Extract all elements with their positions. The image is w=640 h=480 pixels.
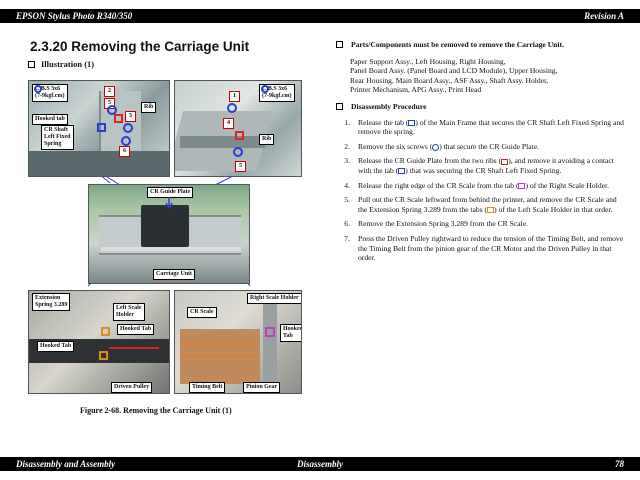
page-header: EPSON Stylus Photo R340/350 Revision A: [0, 9, 640, 23]
screw-circle-icon: [121, 136, 131, 146]
parts-line: Rear Housing, Main Board Assy., ASF Assy…: [350, 75, 549, 85]
photo-left-scale-holder: Extension Spring 3.289 Left Scale Holder…: [28, 290, 170, 394]
illustration-heading: Illustration (1): [28, 59, 94, 69]
parts-heading-text: Parts/Components must be removed to remo…: [351, 40, 564, 49]
step-number: 4.: [344, 180, 350, 190]
checkbox-bullet-icon: [28, 60, 35, 68]
procedure-column: Parts/Components must be removed to remo…: [336, 40, 626, 268]
screw-circle-icon: [107, 105, 117, 115]
page-footer: Disassembly and Assembly Disassembly 78: [0, 457, 640, 471]
tab-marker-icon: [99, 351, 108, 360]
step-number: 2.: [344, 141, 350, 151]
rib-marker-icon: [114, 114, 123, 123]
procedure-step: 7. Press the Driven Pulley rightward to …: [336, 234, 626, 263]
photo-carriage-overview: CR Guide Plate Carriage Unit: [88, 184, 250, 284]
step-text: Remove the Extension Spring 3.289 from t…: [358, 219, 528, 229]
procedure-step: 5. Pull out the CR Scale leftward from b…: [336, 195, 626, 214]
procedure-heading-text: Disassembly Procedure: [351, 101, 427, 111]
magenta-square-icon: [518, 182, 526, 189]
left-scale-holder-label: Left Scale Holder: [113, 303, 145, 321]
cr-scale-label: CR Scale: [187, 307, 217, 318]
cr-guide-plate-label: CR Guide Plate: [147, 187, 194, 198]
illustration-label: Illustration (1): [41, 59, 95, 69]
rib-marker-icon: [235, 131, 244, 140]
photo-right-scale-holder: Right Scale Holder CR Scale Hooked Tab T…: [174, 290, 302, 394]
step-number-6: 6: [119, 146, 130, 157]
tab-marker-icon: [265, 327, 275, 337]
step-text: Release the tab () of the Main Frame tha…: [358, 117, 624, 137]
figure-caption: Figure 2-68. Removing the Carriage Unit …: [80, 406, 232, 415]
cr-shaft-label: CR Shaft Left Fixed Spring: [41, 125, 74, 150]
procedure-steps: 1. Release the tab () of the Main Frame …: [336, 118, 626, 263]
screw-marker-icon: [261, 85, 269, 93]
procedure-heading: Disassembly Procedure: [336, 102, 626, 112]
step-number-1: 1: [229, 91, 240, 102]
red-square-icon: [501, 158, 509, 165]
procedure-step: 4. Release the right edge of the CR Scal…: [336, 181, 626, 191]
screw-marker-icon: [34, 85, 42, 93]
step-text: Release the CR Guide Plate from the two …: [358, 156, 614, 175]
header-product: EPSON Stylus Photo R340/350: [16, 11, 133, 21]
step-number-2: 2: [104, 86, 115, 97]
step-number: 5.: [344, 195, 350, 205]
parts-heading: Parts/Components must be removed to remo…: [336, 40, 626, 50]
procedure-step: 1. Release the tab () of the Main Frame …: [336, 118, 626, 137]
hooked-tab-label: Hooked Tab: [37, 341, 75, 352]
blue-square-icon: [398, 168, 406, 175]
timing-belt-label: Timing Belt: [189, 382, 226, 393]
driven-pulley-label: Driven Pulley: [111, 382, 153, 393]
parts-line: Printer Mechanism, APG Assy., Print Head: [350, 85, 482, 95]
screw-circle-icon: [233, 147, 243, 157]
step-text: Remove the six screws () that secure the…: [358, 141, 539, 151]
footer-chapter: Disassembly and Assembly: [16, 459, 116, 469]
photo-left-frame: C.B.S 3x6 (7-9kgf.cm) Hooked tab CR Shaf…: [28, 80, 170, 177]
tab-marker-icon: [97, 123, 106, 132]
hooked-tab-label: Hooked Tab: [280, 324, 301, 342]
photo-right-frame: C.B.S 3x6 (7-9kgf.cm) Rib 1 4 5: [174, 80, 302, 177]
step-number-3: 3: [125, 111, 136, 122]
procedure-step: 6. Remove the Extension Spring 3.289 fro…: [336, 219, 626, 229]
rib-label: Rib: [259, 134, 275, 145]
step-number-5: 5: [235, 161, 246, 172]
right-scale-holder-label: Right Scale Holder: [247, 293, 301, 304]
hooked-tab-label: Hooked tab: [32, 114, 68, 125]
step-number: 6.: [344, 219, 350, 229]
step-text: Pull out the CR Scale leftward from behi…: [358, 195, 617, 214]
blue-square-icon: [408, 119, 416, 126]
header-revision: Revision A: [584, 11, 624, 21]
step-text: Release the right edge of the CR Scale f…: [358, 180, 609, 190]
extension-spring-label: Extension Spring 3.289: [32, 293, 71, 311]
parts-line: Panel Board Assy. (Panel Board and LCD M…: [350, 66, 558, 76]
parts-list: Paper Support Assy., Left Housing, Right…: [350, 57, 626, 95]
tab-marker-icon: [101, 327, 110, 336]
footer-page-number: 78: [615, 459, 624, 469]
step-number-4: 4: [223, 118, 234, 129]
parts-line: Paper Support Assy., Left Housing, Right…: [350, 56, 506, 66]
step-number: 1.: [344, 117, 350, 127]
arrow-icon: [165, 197, 173, 209]
screw-circle-icon: [227, 103, 237, 113]
section-title: 2.3.20 Removing the Carriage Unit: [30, 39, 250, 54]
checkbox-bullet-icon: [336, 41, 343, 48]
procedure-step: 2. Remove the six screws () that secure …: [336, 142, 626, 152]
pinion-gear-label: Pinion Gear: [243, 382, 281, 393]
footer-section: Disassembly: [297, 459, 343, 469]
checkbox-bullet-icon: [336, 102, 343, 110]
orange-square-icon: [487, 206, 495, 213]
hooked-tab-label: Hooked Tab: [117, 324, 155, 335]
step-number: 7.: [344, 233, 350, 243]
step-number: 3.: [344, 156, 350, 166]
blue-circle-icon: [432, 143, 440, 151]
rib-label: Rib: [141, 102, 157, 113]
carriage-unit-label: Carriage Unit: [153, 269, 195, 280]
step-text: Press the Driven Pulley rightward to red…: [358, 233, 624, 263]
screw-circle-icon: [123, 123, 133, 133]
procedure-step: 3. Release the CR Guide Plate from the t…: [336, 156, 626, 175]
